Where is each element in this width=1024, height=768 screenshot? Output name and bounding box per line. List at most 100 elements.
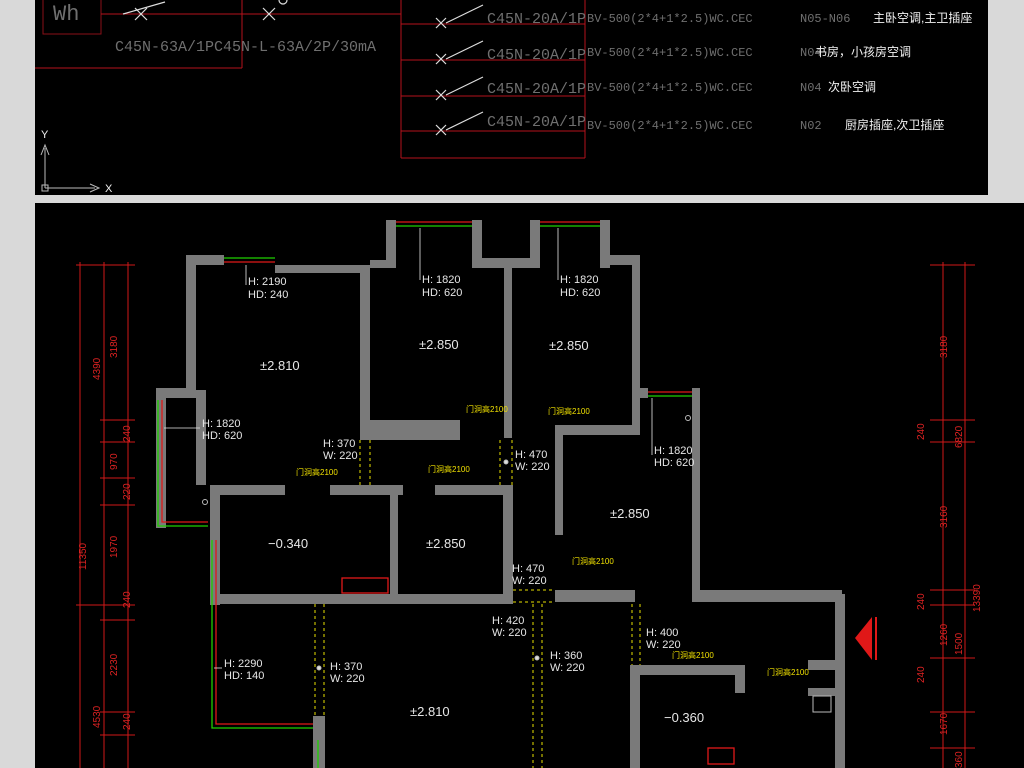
- dimension-label: 240: [122, 713, 133, 730]
- room-level-label: ±2.810: [410, 704, 450, 719]
- wall: [512, 258, 540, 268]
- wall: [630, 665, 640, 768]
- wall: [630, 665, 675, 675]
- dimension-label: 1260: [939, 623, 950, 646]
- wall: [503, 485, 513, 595]
- wall: [675, 665, 735, 675]
- door-w-label: W: 220: [323, 450, 358, 462]
- dimension-label: 11350: [78, 542, 89, 570]
- wall: [386, 220, 396, 268]
- wall: [196, 390, 206, 485]
- dimension-label: 13390: [972, 584, 983, 612]
- wall: [555, 435, 563, 535]
- dimension-label: 1670: [939, 712, 950, 735]
- door-height-note: 门洞高2100: [548, 406, 590, 416]
- wall: [186, 255, 196, 390]
- dimension-label: 970: [109, 453, 120, 470]
- window-hd-label: HD: 140: [224, 670, 264, 682]
- wall: [313, 716, 325, 768]
- dimension-label: 3180: [109, 335, 120, 358]
- door-height-note: 门洞高2100: [672, 650, 714, 660]
- circuit-number-label: N04: [800, 81, 822, 95]
- right-dimension-labels: 3180 240 3160 240 1260 240 1670 360 6820…: [916, 335, 983, 768]
- wall: [600, 255, 640, 265]
- wall: [358, 485, 403, 495]
- plan-right-margin: [988, 203, 1024, 768]
- dimension-label: 4390: [92, 357, 103, 380]
- dimension-label: 220: [122, 483, 133, 500]
- dimension-label: 360: [954, 751, 965, 768]
- socket-symbol: [685, 415, 691, 421]
- socket-symbol: [316, 665, 322, 671]
- wall: [632, 255, 640, 435]
- circuit-row: C45N-20A/1P BV-500(2*4+1*2.5)WC.CEC N05-…: [401, 4, 972, 29]
- door-w-label: W: 220: [512, 575, 547, 587]
- wall: [186, 255, 224, 265]
- circuit-description: 次卧空调: [828, 80, 876, 94]
- window-h-label: H: 1820: [560, 274, 599, 286]
- room-level-label: ±2.810: [260, 358, 300, 373]
- dimension-label: 3160: [939, 505, 950, 528]
- dimension-label: 240: [916, 666, 927, 683]
- circuit-description: 厨房插座,次卫插座: [845, 117, 944, 132]
- circuit-breaker-label: C45N-20A/1P: [487, 47, 586, 64]
- wall: [156, 388, 166, 528]
- door-w-label: W: 220: [330, 673, 365, 685]
- left-dimension-chain: [76, 262, 135, 768]
- meter-label: Wh: [53, 2, 79, 27]
- entrance-arrow-icon: [855, 617, 877, 660]
- door-h-label: H: 400: [646, 627, 678, 639]
- door-h-label: H: 470: [512, 563, 544, 575]
- schematic-svg: Wh C45N-63A/1PC45N-L-63A/2P/30mA C45N-20…: [35, 0, 972, 195]
- dimension-label: 240: [916, 423, 927, 440]
- door-height-notes: 门洞高2100 门洞高2100 门洞高2100 门洞高2100 门洞高2100 …: [296, 404, 809, 677]
- wall: [555, 590, 635, 602]
- circuit-breaker-label: C45N-20A/1P: [487, 11, 586, 28]
- wall: [210, 485, 285, 495]
- wall: [504, 258, 512, 438]
- window-h-label: H: 2290: [224, 658, 263, 670]
- socket-symbol: [503, 459, 509, 465]
- wall: [370, 420, 460, 440]
- wall: [640, 388, 648, 398]
- axis-y-label: Y: [41, 129, 49, 141]
- wall: [360, 265, 370, 440]
- wall: [808, 688, 836, 696]
- window-hd-label: HD: 240: [248, 289, 288, 301]
- circuit-breaker-label: C45N-20A/1P: [487, 81, 586, 98]
- window-h-label: H: 2190: [248, 276, 287, 288]
- door-w-label: W: 220: [515, 461, 550, 473]
- wall: [692, 388, 700, 593]
- floor-plan-panel: H: 2190 HD: 240 H: 1820 HD: 620 H: 1820 …: [35, 203, 988, 768]
- socket-symbol: [202, 499, 208, 505]
- wall: [330, 485, 360, 495]
- wall: [472, 258, 512, 268]
- wall: [835, 594, 845, 768]
- dimension-label: 1970: [109, 535, 120, 558]
- socket-symbol: [534, 655, 540, 661]
- wall: [472, 220, 482, 268]
- door-height-note: 门洞高2100: [767, 667, 809, 677]
- circuit-number-label: N05-N06: [800, 12, 850, 26]
- ucs-axis-icon: [40, 143, 101, 193]
- circuit-cable-label: BV-500(2*4+1*2.5)WC.CEC: [587, 12, 753, 26]
- right-dimension-chain: [930, 262, 975, 768]
- wall: [435, 594, 513, 604]
- wall: [600, 220, 610, 268]
- wall: [370, 260, 396, 268]
- door-h-label: H: 420: [492, 615, 524, 627]
- wall: [808, 660, 836, 670]
- dimension-label: 2230: [109, 653, 120, 676]
- axis-x-label: X: [105, 183, 113, 195]
- circuit-row: C45N-20A/1P BV-500(2*4+1*2.5)WC.CEC N02 …: [401, 111, 944, 136]
- door-h-label: H: 370: [323, 438, 355, 450]
- door-height-note: 门洞高2100: [466, 404, 508, 414]
- wall: [555, 425, 640, 435]
- circuit-cable-label: BV-500(2*4+1*2.5)WC.CEC: [587, 119, 753, 133]
- circuit-breaker-label: C45N-20A/1P: [487, 114, 586, 131]
- wall: [156, 388, 196, 398]
- circuit-row: C45N-20A/1P BV-500(2*4+1*2.5)WC.CEC N04 …: [401, 76, 876, 101]
- toilet-symbol: [812, 695, 832, 713]
- walls: [156, 220, 845, 768]
